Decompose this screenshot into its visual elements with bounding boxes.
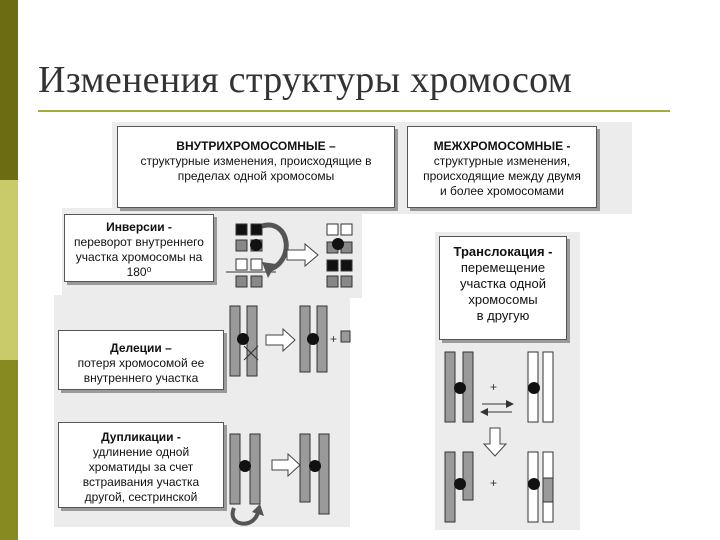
duplication-heading: Дупликации - (101, 430, 181, 444)
translocation-centromere-3 (454, 478, 466, 490)
duplication-text-line: хроматиды за счет (88, 460, 194, 474)
translocation-text-line: перемещение (460, 260, 546, 275)
inversion-right-arrow (286, 242, 319, 268)
deletion-right-arrow (265, 327, 296, 353)
duplication-loop-arrow (230, 507, 260, 526)
deletion-heading: Делеции – (110, 341, 172, 355)
duplication-text-line: другой, сестринской (84, 490, 198, 504)
interchromosomal-box: МЕЖХРОМОСОМНЫЕ - структурные изменения, … (407, 126, 597, 208)
duplication-centromere-before (239, 460, 251, 472)
inversion-text-line: 180⁰ (126, 265, 152, 279)
inversion-before-blocks (235, 223, 263, 288)
translocation-centromere-4 (528, 478, 540, 490)
duplication-text-line: удлинение одной (92, 445, 190, 459)
inversion-text-line: переворот внутреннего (74, 235, 204, 249)
intrachromosomal-box: ВНУТРИХРОМОСОМНЫЕ – структурные изменени… (117, 126, 395, 208)
translocation-text-line: в другую (476, 308, 530, 323)
sidebar-dark-top (0, 0, 18, 180)
translocation-plus-bottom: + (490, 476, 497, 490)
translocation-heading: Транслокация - (453, 244, 553, 259)
slide-title: Изменения структуры хромосом (38, 59, 573, 101)
translocation-text-line: хромосомы (468, 292, 538, 307)
interchromosomal-heading: МЕЖХРОМОСОМНЫЕ - (433, 139, 571, 153)
deletion-text-line: потеря хромосомой ее (77, 356, 205, 370)
deletion-text-line: внутреннего участка (83, 371, 199, 385)
intrachromosomal-text-line: структурные изменения, происходящие в (140, 154, 372, 168)
translocation-plus-top: + (490, 380, 497, 394)
inversion-box: Инверсии - переворот внутреннего участка… (64, 214, 214, 282)
inversion-after-blocks (326, 223, 353, 288)
interchromosomal-text-line: структурные изменения, (433, 154, 571, 168)
translocation-box: Транслокация - перемещение участка одной… (439, 236, 567, 340)
duplication-after-chromosome (299, 433, 330, 515)
inversion-centromere-before (250, 239, 262, 251)
duplication-box: Дупликации - удлинение одной хроматиды з… (58, 422, 224, 508)
inversion-centromere-after (332, 238, 344, 250)
sidebar-dark-bottom (0, 360, 18, 540)
duplication-right-arrow (271, 452, 301, 478)
translocation-centromere-2 (528, 382, 540, 394)
deletion-plus: + (330, 332, 337, 346)
deletion-centromere-after (307, 333, 319, 345)
deleted-fragment (340, 330, 351, 343)
inversion-heading: Инверсии - (106, 220, 172, 234)
title-underline (38, 110, 670, 112)
duplication-text-line: встраивания участка (82, 475, 200, 489)
deletion-centromere-before (237, 333, 249, 345)
rotation-arrow (261, 222, 289, 273)
duplication-centromere-after (309, 460, 321, 472)
intrachromosomal-heading: ВНУТРИХРОМОСОМНЫЕ – (176, 139, 336, 153)
interchromosomal-text-line: происходящие между двумя (423, 169, 581, 183)
deletion-box: Делеции – потеря хромосомой ее внутренне… (58, 330, 224, 390)
translocation-down-arrow (482, 427, 508, 457)
translocation-centromere-1 (454, 382, 466, 394)
sidebar-light-middle (0, 180, 18, 360)
intrachromosomal-text-line: пределах одной хромосомы (177, 169, 335, 183)
interchromosomal-text-line: и более хромосомами (440, 184, 564, 198)
inversion-text-line: участка хромосомы на (75, 250, 203, 264)
translocation-text-line: участка одной (460, 276, 546, 291)
